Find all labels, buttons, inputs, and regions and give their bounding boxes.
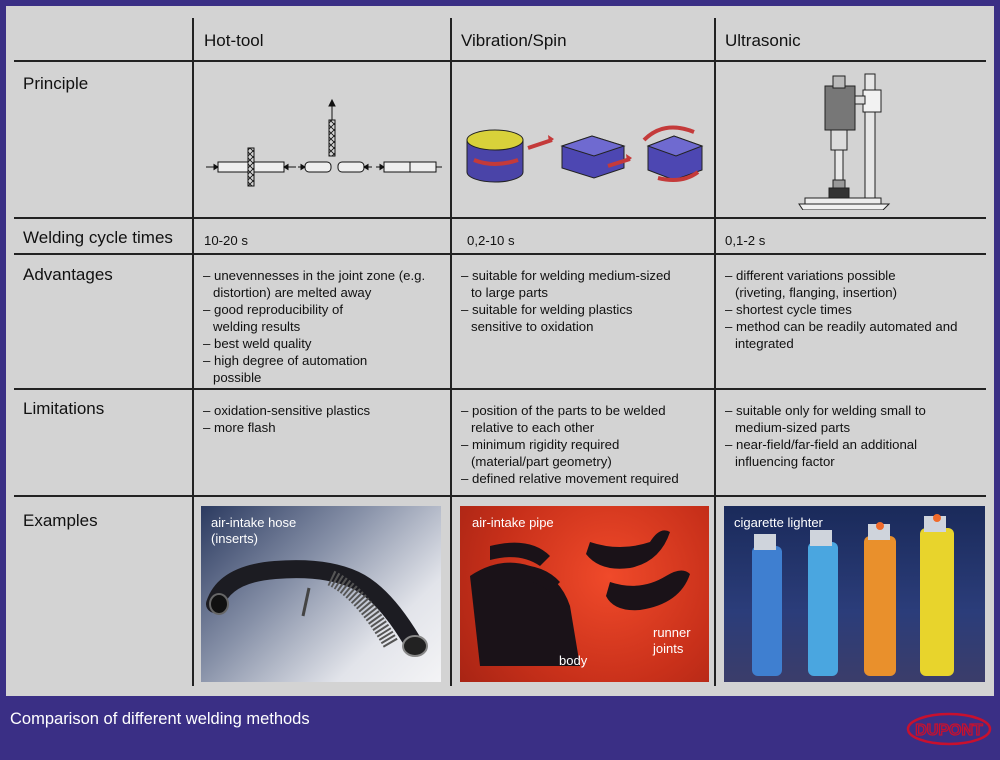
caption-runner-joints: runner joints — [653, 625, 691, 657]
row-label-limitations: Limitations — [23, 399, 105, 418]
grid-line — [14, 60, 986, 62]
list-item: high degree of automation possible — [203, 352, 403, 386]
list-item: method can be readily automated and inte… — [725, 318, 965, 352]
list-item: unevennesses in the joint zone (e.g. dis… — [203, 267, 443, 301]
grid-line — [714, 18, 716, 686]
list-item: shortest cycle times — [725, 301, 985, 318]
grid-line — [14, 495, 986, 497]
list-item: position of the parts to be welded relat… — [461, 402, 691, 436]
grid-line — [450, 18, 452, 686]
row-label-examples: Examples — [23, 511, 98, 530]
row-label-cycle-times: Welding cycle times — [23, 228, 173, 247]
caption-line: runner — [653, 625, 691, 640]
grid-line — [14, 217, 986, 219]
row-label-advantages: Advantages — [23, 265, 113, 284]
caption-air-intake-pipe: air-intake pipe — [472, 515, 554, 530]
list-item: minimum rigidity required (material/part… — [461, 436, 651, 470]
list-item: best weld quality — [203, 335, 443, 352]
caption-body: body — [559, 653, 588, 668]
cycle-time-ultrasonic: 0,1-2 s — [725, 233, 766, 248]
ultrasonic-example-photo: cigarette lighter — [724, 506, 985, 682]
list-item: suitable for welding plastics sensitive … — [461, 301, 661, 335]
page-title: Comparison of different welding methods — [10, 710, 310, 728]
list-item: more flash — [203, 419, 443, 436]
list-item: suitable for welding medium-sized to lar… — [461, 267, 671, 301]
caption-cigarette-lighter: cigarette lighter — [734, 515, 823, 530]
ultrasonic-principle-diagram — [798, 73, 891, 210]
column-header-vibration-spin: Vibration/Spin — [461, 31, 567, 50]
advantages-hot-tool: unevennesses in the joint zone (e.g. dis… — [203, 267, 443, 386]
grid-line — [14, 388, 986, 390]
cycle-time-vibration: 0,2-10 s — [467, 233, 515, 248]
list-item: suitable only for welding small to mediu… — [725, 402, 950, 436]
vibration-spin-principle-diagram — [466, 125, 704, 183]
limitations-ultrasonic: suitable only for welding small to mediu… — [725, 402, 985, 470]
air-intake-hose-image — [206, 560, 428, 657]
hot-tool-example-photo: air-intake hose (inserts) — [201, 506, 441, 682]
list-item: near-field/far-field an additional influ… — [725, 436, 950, 470]
dupont-logo: DUPONT — [906, 712, 992, 746]
caption-line: air-intake hose — [211, 515, 297, 530]
list-item: different variations possible (riveting,… — [725, 267, 935, 301]
grid-line — [14, 253, 986, 255]
caption-line: (inserts) — [211, 531, 258, 546]
limitations-hot-tool: oxidation-sensitive plastics more flash — [203, 402, 443, 436]
hot-tool-principle-diagram — [206, 98, 442, 187]
cigarette-lighter-image — [752, 514, 954, 676]
column-header-ultrasonic: Ultrasonic — [725, 31, 801, 50]
caption-line: joints — [653, 641, 684, 656]
list-item: good reproducibility of welding results — [203, 301, 353, 335]
cycle-time-hot-tool: 10-20 s — [204, 233, 248, 248]
comparison-table: Hot-tool Vibration/Spin Ultrasonic Princ… — [6, 6, 994, 696]
list-item: oxidation-sensitive plastics — [203, 402, 443, 419]
advantages-vibration: suitable for welding medium-sized to lar… — [461, 267, 676, 335]
grid-line — [192, 18, 194, 686]
list-item: defined relative movement required — [461, 470, 711, 487]
limitations-vibration: position of the parts to be welded relat… — [461, 402, 711, 487]
advantages-ultrasonic: different variations possible (riveting,… — [725, 267, 985, 352]
svg-text:DUPONT: DUPONT — [915, 722, 983, 739]
column-header-hot-tool: Hot-tool — [204, 31, 264, 50]
row-label-principle: Principle — [23, 74, 89, 93]
vibration-example-photo: air-intake pipe body runner joints — [460, 506, 709, 682]
air-intake-pipe-image — [470, 530, 690, 666]
